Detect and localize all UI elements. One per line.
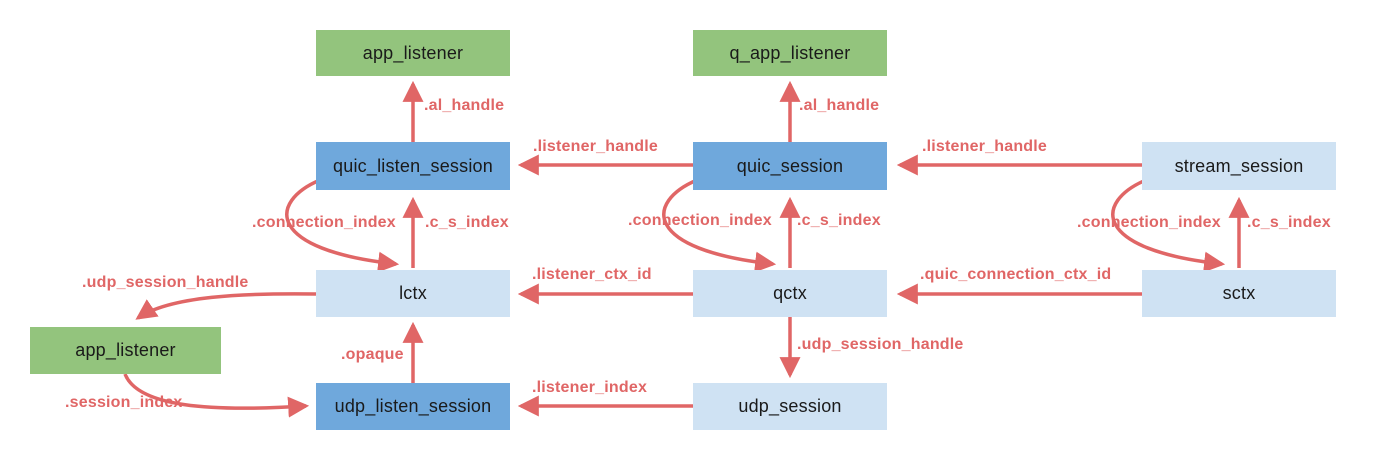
node-app-listener-bottom: app_listener bbox=[30, 327, 221, 374]
arrow-lctx-to-app-listener-curve bbox=[135, 292, 317, 320]
edge-label-connection-index-3: .connection_index bbox=[1077, 214, 1221, 231]
node-quic-session: quic_session bbox=[693, 142, 887, 190]
node-udp-session: udp_session bbox=[693, 383, 887, 430]
arrow-quic-listen-session-to-lctx-curve bbox=[285, 178, 400, 273]
edge-label-listener-handle-1: .listener_handle bbox=[533, 138, 659, 155]
node-qctx: qctx bbox=[693, 270, 887, 317]
node-udp-listen-session: udp_listen_session bbox=[316, 383, 510, 430]
node-q-app-listener: q_app_listener bbox=[693, 30, 887, 76]
arrow-quic-session-to-qctx-curve bbox=[662, 178, 777, 273]
edge-label-listener-ctx-id: .listener_ctx_id bbox=[532, 266, 652, 283]
node-app-listener-top: app_listener bbox=[316, 30, 510, 76]
node-quic-listen-session: quic_listen_session bbox=[316, 142, 510, 190]
node-lctx: lctx bbox=[316, 270, 510, 317]
edge-label-c-s-index-2: .c_s_index bbox=[797, 212, 881, 229]
edge-label-listener-handle-2: .listener_handle bbox=[922, 138, 1048, 155]
arrow-stream-session-to-sctx-curve bbox=[1111, 178, 1226, 273]
edge-label-connection-index-1: .connection_index bbox=[252, 214, 396, 231]
edge-label-c-s-index-3: .c_s_index bbox=[1247, 214, 1331, 231]
edge-label-quic-connection-ctx-id: .quic_connection_ctx_id bbox=[920, 266, 1112, 283]
node-stream-session: stream_session bbox=[1142, 142, 1336, 190]
edge-label-session-index: .session_index bbox=[65, 394, 183, 411]
edge-label-al-handle-1: .al_handle bbox=[424, 97, 505, 114]
arrow-app-listener-to-udp-listen-session-curve bbox=[123, 373, 310, 418]
node-sctx: sctx bbox=[1142, 270, 1336, 317]
edge-label-opaque: .opaque bbox=[341, 346, 404, 363]
edge-label-c-s-index-1: .c_s_index bbox=[425, 214, 509, 231]
edge-label-al-handle-2: .al_handle bbox=[799, 97, 880, 114]
edge-label-connection-index-2: .connection_index bbox=[628, 212, 772, 229]
edge-label-listener-index: .listener_index bbox=[532, 379, 648, 396]
edge-label-udp-session-handle-mid: .udp_session_handle bbox=[797, 336, 964, 353]
edge-label-udp-session-handle-left: .udp_session_handle bbox=[82, 274, 249, 291]
